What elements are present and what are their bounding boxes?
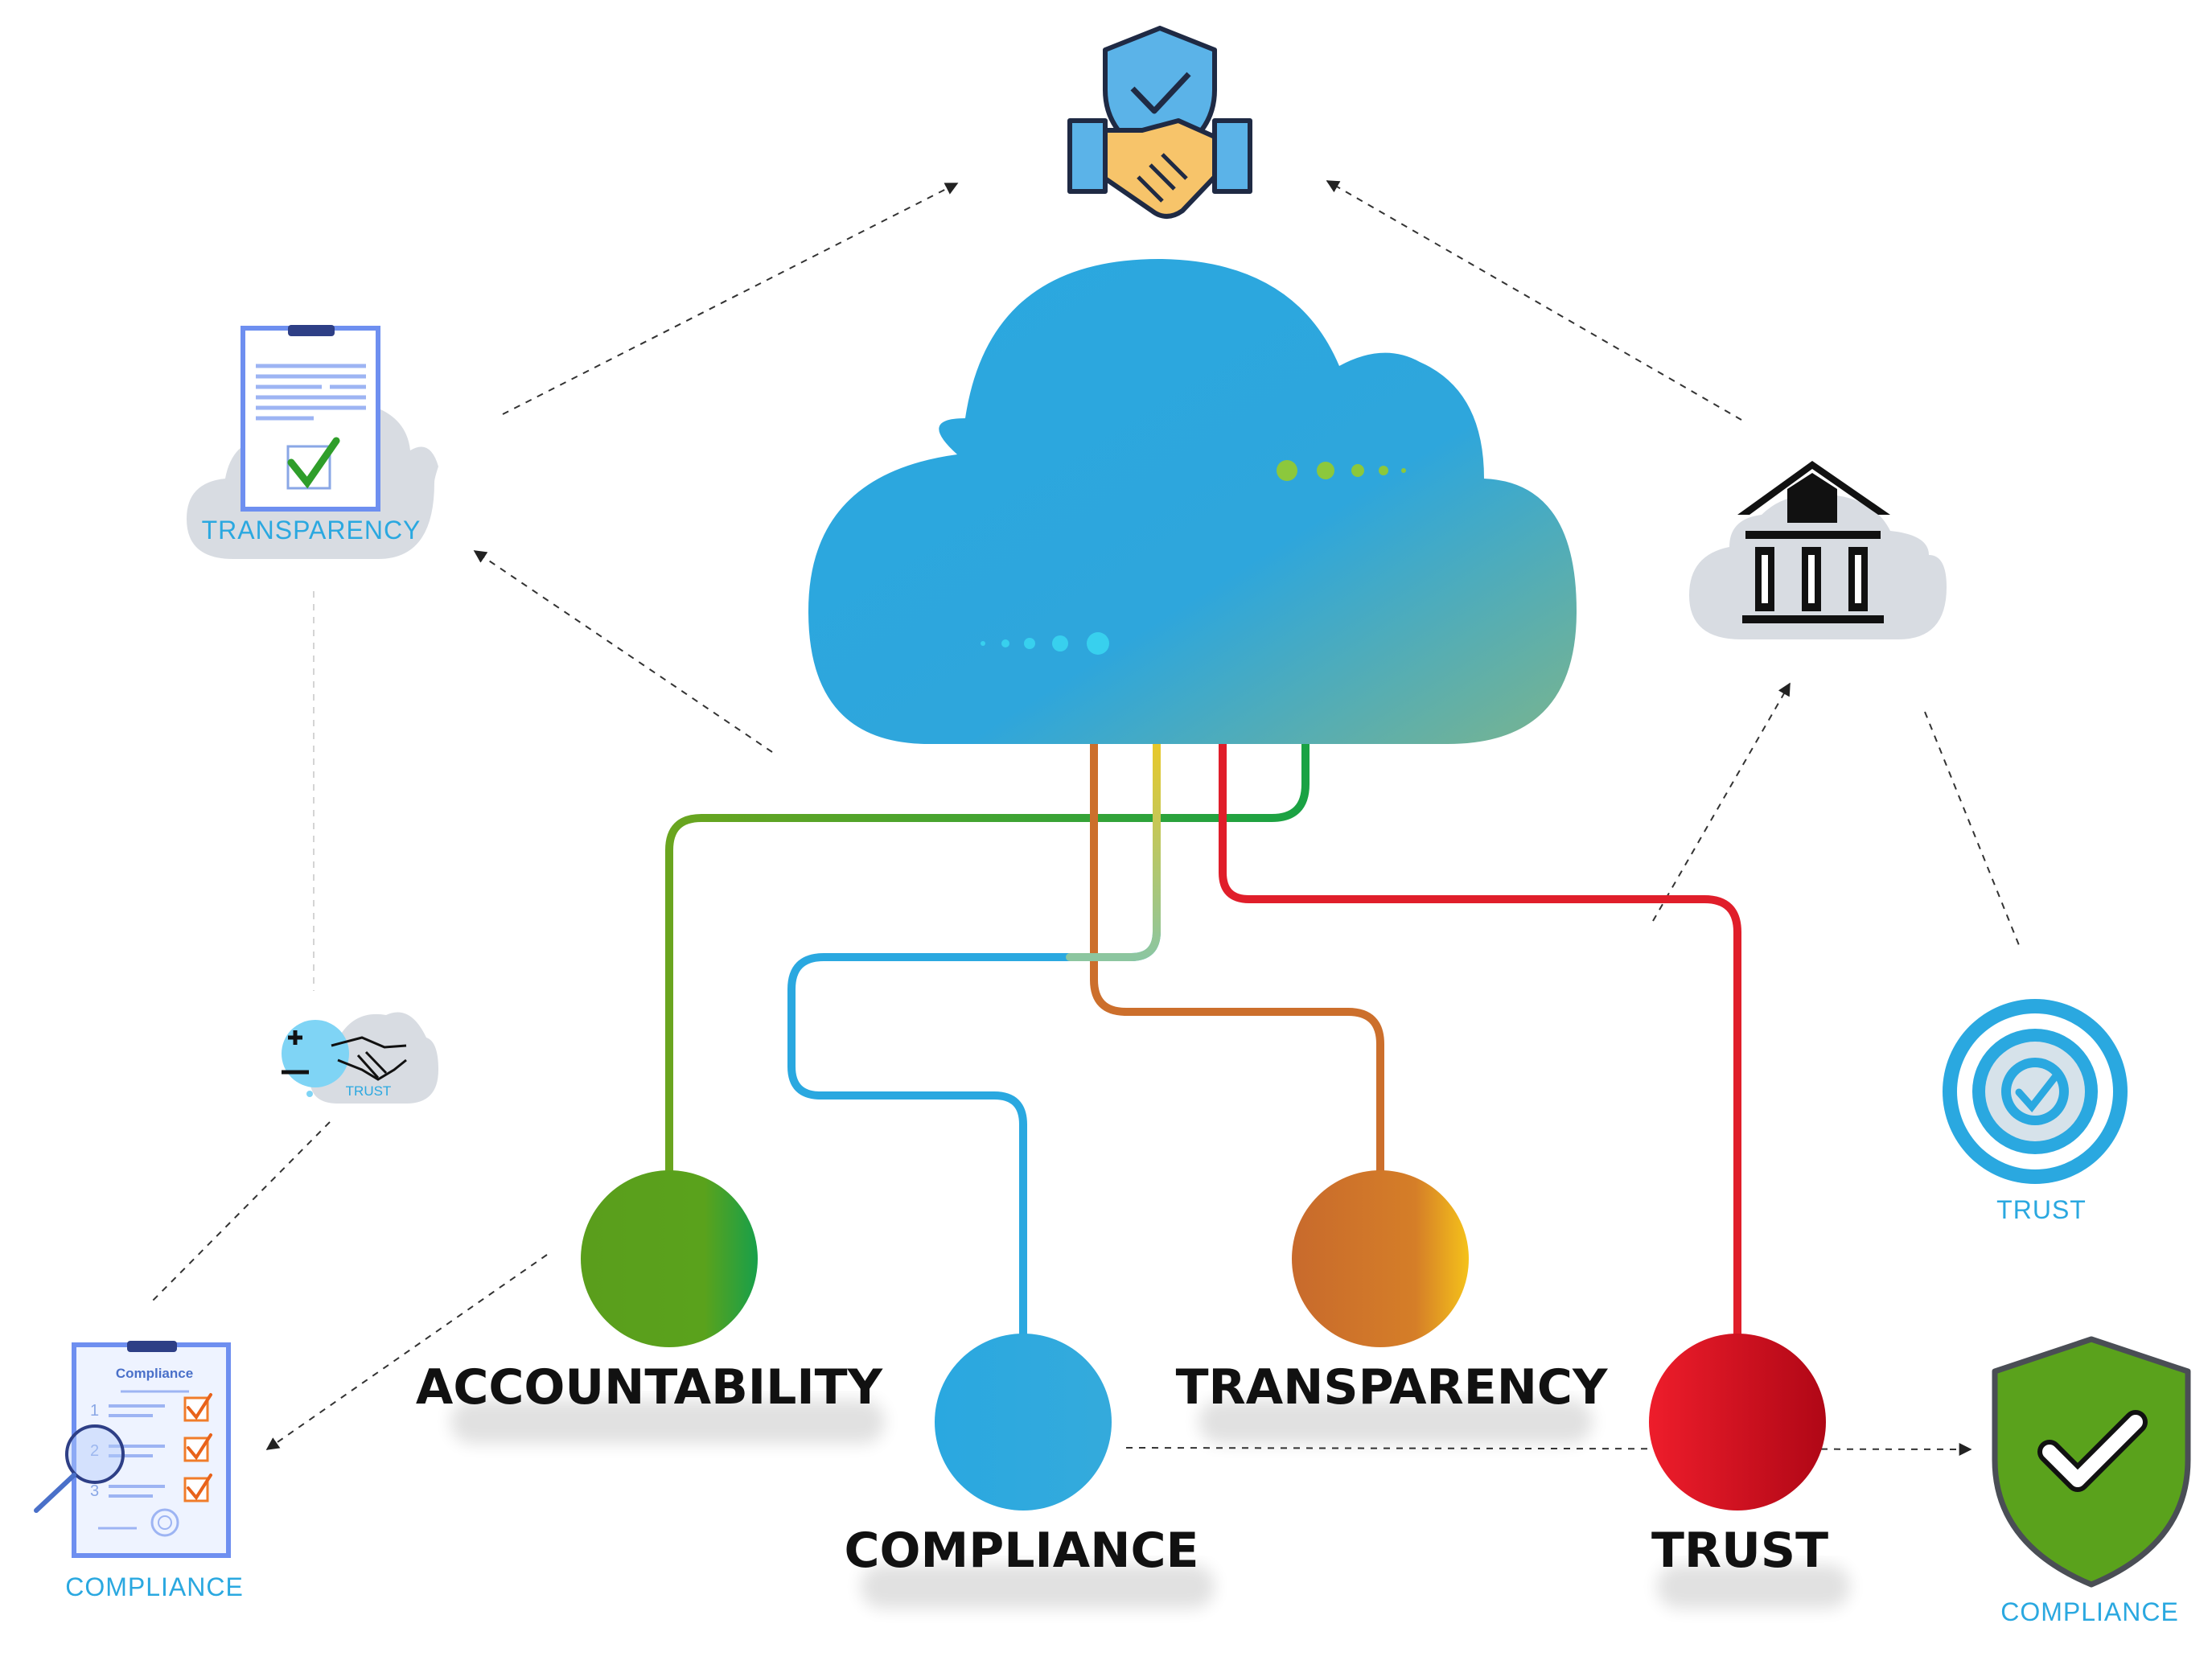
arrow-accountability-to-doc — [265, 1254, 548, 1450]
compliance-label: COMPLIANCE — [845, 1523, 1199, 1579]
check-icon — [187, 1474, 212, 1501]
circuit-lines — [665, 740, 1741, 1343]
compliance-doc-title: Compliance — [116, 1366, 193, 1381]
shield-handshake-icon — [1067, 26, 1252, 219]
line-compliance-yellow — [1066, 740, 1161, 961]
checklist-number: 1 — [90, 1402, 99, 1420]
node-compliance: COMPLIANCE — [845, 1334, 1199, 1579]
document-check-icon — [241, 325, 380, 512]
target-trust-label: TRUST — [1996, 1195, 2087, 1224]
shield-compliance-badge: COMPLIANCE — [1992, 1336, 2191, 1626]
trust-label: TRUST — [1651, 1523, 1828, 1579]
cloud-dots-bottom — [981, 632, 1109, 655]
arrow-cloud-to-transparency — [473, 550, 773, 753]
label-shadows — [450, 1400, 1850, 1609]
compliance-doc-label: COMPLIANCE — [65, 1572, 244, 1601]
arrow-bank-to-handshake — [1326, 180, 1742, 421]
trust-circle — [1649, 1334, 1826, 1511]
accountability-circle — [581, 1170, 758, 1347]
compliance-doc-badge: Compliance 1 2 3 — [34, 1341, 244, 1601]
node-trust: TRUST — [1649, 1334, 1828, 1579]
check-icon — [187, 1393, 212, 1420]
line-transparency — [1090, 740, 1384, 1180]
shield-compliance-label: COMPLIANCE — [2000, 1597, 2179, 1626]
line-compliance — [787, 740, 1161, 1343]
node-accountability: ACCOUNTABILITY — [416, 1170, 884, 1416]
transparency-circle — [1292, 1170, 1469, 1347]
compliance-circle — [935, 1334, 1112, 1511]
blue-disc-icon — [282, 1020, 349, 1087]
cloud-dots-top — [1277, 460, 1406, 481]
target-trust-badge: TRUST — [1943, 999, 2128, 1224]
check-icon — [187, 1433, 212, 1461]
bank-icon — [1737, 461, 1890, 623]
arrow-compliance-to-shield — [1125, 1442, 1972, 1456]
arrow-transparency-to-handshake — [502, 183, 959, 415]
cloud-icon — [808, 258, 1577, 744]
handshake-trust-label: TRUST — [346, 1083, 392, 1099]
main-cloud — [808, 258, 1577, 744]
transparency-label: TRANSPARENCY — [1176, 1359, 1609, 1416]
dashed-connectors — [148, 180, 2020, 1456]
bank-badge — [1689, 461, 1947, 639]
handshake-trust-badge: TRUST — [282, 1012, 438, 1104]
target-check-icon — [1943, 999, 2128, 1184]
accountability-label: ACCOUNTABILITY — [416, 1359, 884, 1416]
magnifier-icon — [34, 1424, 125, 1513]
connector-bank-to-target — [1924, 711, 2020, 946]
checklist-number: 2 — [90, 1442, 99, 1460]
line-trust — [1219, 740, 1741, 1343]
handshake-icon — [331, 1036, 407, 1081]
transparency-doc-label: TRANSPARENCY — [202, 516, 421, 545]
node-transparency: TRANSPARENCY — [1176, 1170, 1609, 1416]
checklist-items: 1 2 3 — [90, 1393, 212, 1537]
connector-handshake-to-doc — [148, 1121, 331, 1305]
transparency-doc-badge: TRANSPARENCY — [187, 325, 438, 559]
arrow-trust-to-bank — [1652, 682, 1791, 922]
checklist-number: 3 — [90, 1482, 99, 1500]
line-accountability — [665, 740, 1310, 1180]
